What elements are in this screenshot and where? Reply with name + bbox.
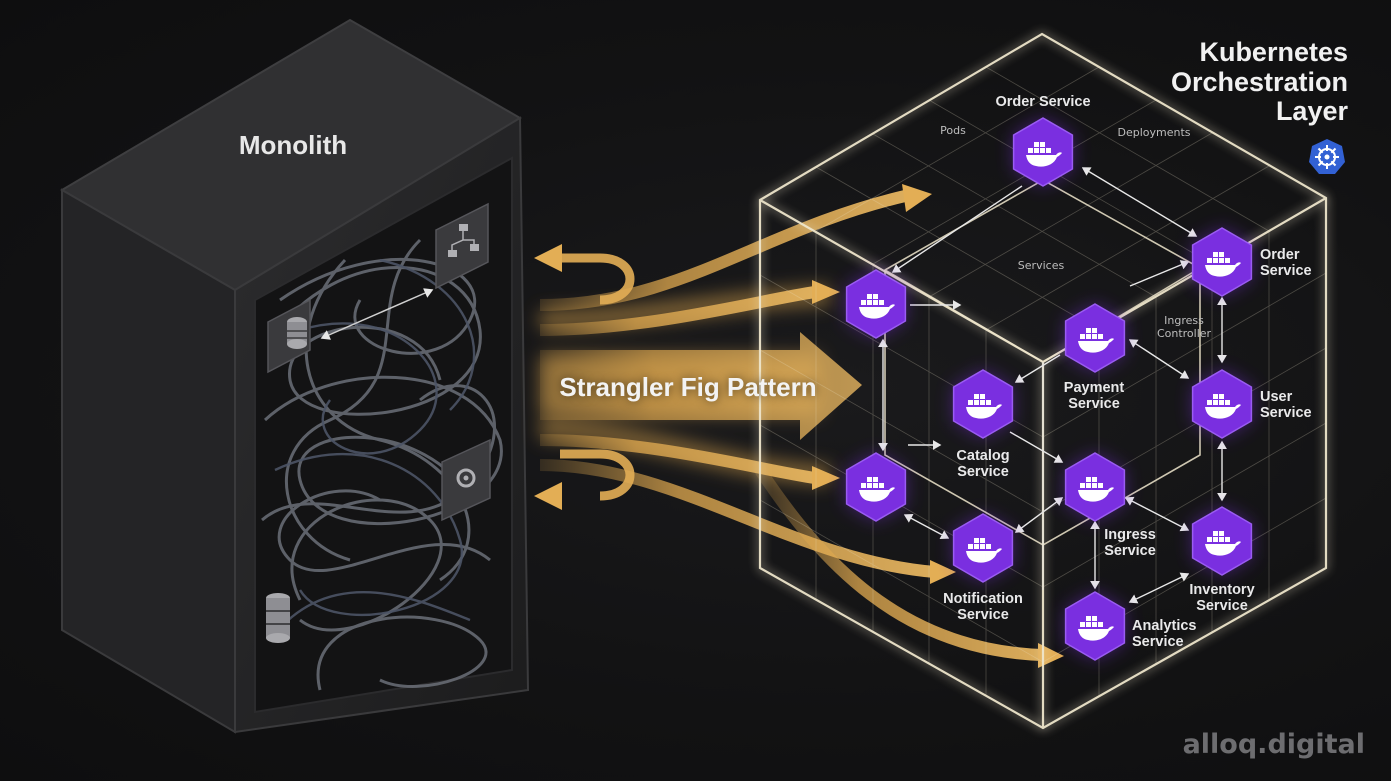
service-node-service-a [845, 269, 907, 339]
docker-whale-icon [966, 394, 1002, 419]
docker-whale-icon [1026, 142, 1062, 167]
service-node-order-top [1012, 117, 1074, 187]
docker-whale-icon [1205, 252, 1241, 277]
catalog-service-line-2: Service [957, 463, 1009, 480]
docker-whale-icon [1078, 328, 1114, 353]
service-node-ingress [1064, 452, 1126, 522]
payment-service-line-1: Payment [1063, 380, 1125, 396]
docker-whale-icon [859, 477, 895, 502]
monolith-box [60, 18, 530, 734]
ingress-service-line-1: Ingress [1104, 527, 1156, 543]
deployments-label: Deployments [1117, 126, 1191, 139]
services-label: Services [1017, 259, 1065, 272]
pattern-label: Strangler Fig Pattern [559, 372, 817, 402]
kubernetes-title-line-2: Orchestration [1170, 66, 1348, 97]
strangler-arrows [534, 184, 1064, 668]
ingress-service-label: Ingress Service [1104, 527, 1156, 560]
service-node-inventory [1191, 506, 1253, 576]
service-node-analytics [1064, 591, 1126, 661]
service-connectors [878, 167, 1227, 604]
service-node-catalog [952, 369, 1014, 439]
service-node-service-b [845, 452, 907, 522]
docker-whale-icon [859, 294, 895, 319]
catalog-service-label: Catalog Service [956, 448, 1010, 481]
database-icon [266, 593, 290, 643]
analytics-service-line-2: Service [1132, 633, 1184, 650]
docker-whale-icon [966, 538, 1002, 563]
service-nodes [845, 117, 1253, 661]
order-service-right-line-2: Service [1260, 262, 1312, 279]
analytics-service-label: Analytics Service [1132, 618, 1197, 651]
ingress-service-line-2: Service [1104, 542, 1156, 559]
brand-watermark: alloq.digital [1182, 729, 1365, 760]
catalog-service-line-1: Catalog [956, 448, 1010, 464]
payment-service-line-2: Service [1068, 395, 1120, 412]
inventory-service-line-2: Service [1196, 597, 1248, 614]
notification-service-label: Notification Service [943, 591, 1023, 624]
user-service-line-1: User [1260, 389, 1293, 405]
kubernetes-title-line-3: Layer [1275, 96, 1348, 127]
order-service-right-label: Order Service [1260, 247, 1312, 280]
service-node-notification [952, 513, 1014, 583]
inventory-service-label: Inventory Service [1189, 582, 1255, 615]
notification-service-line-1: Notification [943, 591, 1023, 607]
flowchart-icon [435, 202, 489, 290]
pods-label: Pods [940, 124, 966, 137]
kubernetes-title: Kubernetes Orchestration Layer [1128, 37, 1348, 127]
ingress-controller-line-2: Controller [1156, 327, 1212, 340]
user-service-line-2: Service [1260, 404, 1312, 421]
database-icon [267, 298, 311, 374]
service-node-payment [1064, 303, 1126, 373]
payment-service-label: Payment Service [1063, 380, 1125, 413]
docker-whale-icon [1205, 531, 1241, 556]
service-node-user [1191, 369, 1253, 439]
docker-whale-icon [1078, 477, 1114, 502]
kubernetes-title-line-1: Kubernetes [1199, 37, 1348, 67]
monolith-title: Monolith [238, 130, 348, 160]
ingress-controller-label: Ingress Controller [1157, 314, 1211, 340]
docker-whale-icon [1205, 394, 1241, 419]
analytics-service-line-1: Analytics [1132, 618, 1197, 634]
inventory-service-line-1: Inventory [1189, 582, 1255, 598]
ingress-controller-line-1: Ingress [1164, 314, 1204, 327]
order-service-right-line-1: Order [1260, 247, 1300, 263]
docker-whale-icon [1078, 616, 1114, 641]
service-node-order-right [1191, 227, 1253, 297]
kubernetes-helm-icon [1309, 139, 1345, 174]
notification-service-line-2: Service [957, 606, 1009, 623]
tangled-cables [261, 238, 503, 691]
gear-icon [441, 438, 491, 522]
user-service-label: User Service [1260, 389, 1312, 422]
order-service-top-label: Order Service [995, 94, 1091, 110]
